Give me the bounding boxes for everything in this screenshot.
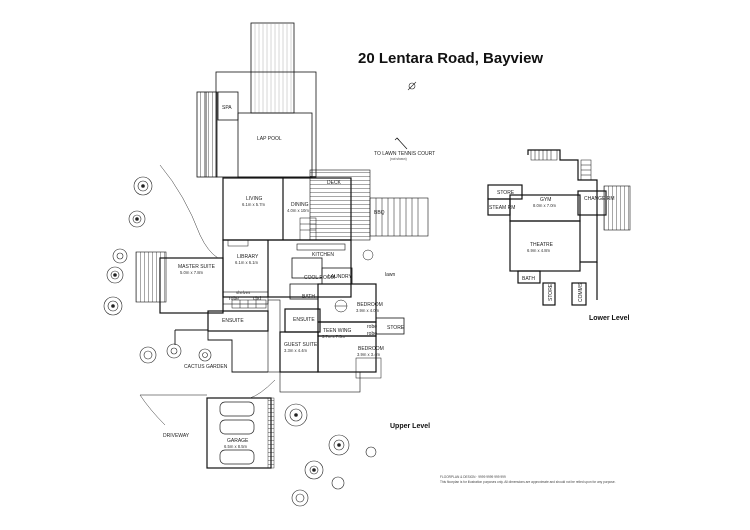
tennis-court-pointer [394, 137, 408, 150]
footnote-line-2: This floorplan is for illustration purpo… [440, 480, 616, 484]
robe-2-label: robe [367, 324, 377, 330]
theatre-label: THEATRE [530, 242, 554, 248]
master-suite-dim: 5.0m x 7.8m [180, 270, 204, 275]
tennis-label: TO LAWN TENNIS COURT [374, 151, 435, 157]
upper-level-walls [135, 169, 429, 469]
bath-lower-label: BATH [522, 276, 535, 282]
teen-wing-dim: 3.7m x 7.5m [322, 334, 346, 339]
guest-suite-dim: 3.3m x 4.4m [284, 348, 308, 353]
lap-pool-label: LAP POOL [257, 136, 282, 142]
lower-stairs [530, 149, 592, 181]
steam-room-label: STEAM RM [489, 205, 515, 211]
change-room-label: CHANGE RM [584, 196, 615, 202]
upper-level-label: Upper Level [390, 423, 431, 430]
bedroom-2-label: BEDROOM [358, 346, 384, 352]
cbd-label: cbd [253, 296, 261, 302]
garage-label: GARAGE [227, 438, 249, 444]
garage-dim: 6.5m x 8.5m [224, 444, 248, 449]
lawn-label: lawn [385, 272, 396, 278]
plan-title: 20 Lentara Road, Bayview [358, 50, 544, 67]
north-arrow-icon [407, 81, 417, 91]
ensuite-2-label: ENSUITE [293, 317, 315, 323]
pool-area [196, 22, 317, 178]
dining-dim: 4.0m x 10m [287, 208, 309, 213]
teen-wing-label: TEEN WING [323, 328, 351, 334]
master-suite-label: MASTER SUITE [178, 264, 216, 270]
bedroom-1-label: BEDROOM [357, 302, 383, 308]
robe-3-label: robe [367, 331, 377, 337]
store-label: STORE [387, 325, 405, 331]
landscape-lines [139, 164, 276, 426]
car-icons [219, 401, 255, 465]
theatre-dim: 6.9m x 4.8m [527, 248, 551, 253]
library-dim: 6.1m x 6.1m [235, 260, 259, 265]
footnote-line-1: FLOORPLAN & DESIGN · 9999 9999 999 999 [440, 475, 506, 479]
living-dim: 6.1m x 5.7m [242, 202, 266, 207]
lower-level-walls [487, 149, 631, 306]
dining-label: DINING [291, 202, 309, 208]
bedroom-2-dim: 3.9m x 3.4m [357, 352, 381, 357]
gym-label: GYM [540, 197, 551, 203]
library-label: LIBRARY [237, 254, 259, 260]
bath-label: BATH [302, 294, 315, 300]
kitchen-label: KITCHEN [312, 252, 334, 258]
spa-label: SPA [222, 105, 232, 111]
shelves-label: shelves [236, 290, 250, 295]
tennis-note: (not shown) [390, 157, 407, 161]
driveway-label: DRIVEWAY [163, 433, 190, 439]
cactus-garden-label: CACTUS GARDEN [184, 364, 228, 370]
lower-level-label: Lower Level [589, 315, 630, 322]
laundry-label: LAUNDRY [328, 274, 352, 280]
gym-dim: 8.0m x 7.0m [533, 203, 557, 208]
deck-label: DECK [327, 180, 342, 186]
bedroom-1-dim: 3.9m x 4.0m [356, 308, 380, 313]
store-lower-label: STORE [497, 190, 515, 196]
living-label: LIVING [246, 196, 263, 202]
upper-stairs [227, 217, 374, 313]
guest-suite-label: GUEST SUITE [284, 342, 318, 348]
bbq-label: BBQ [374, 210, 385, 216]
robe-label: robe [229, 296, 239, 302]
store-lower-2-label: STORE [548, 283, 554, 301]
cool-room-label: COOL ROOM [304, 275, 335, 281]
ensuite-label: ENSUITE [222, 318, 244, 324]
tree-icons [103, 176, 377, 507]
comms-label: COMMS [578, 282, 584, 302]
